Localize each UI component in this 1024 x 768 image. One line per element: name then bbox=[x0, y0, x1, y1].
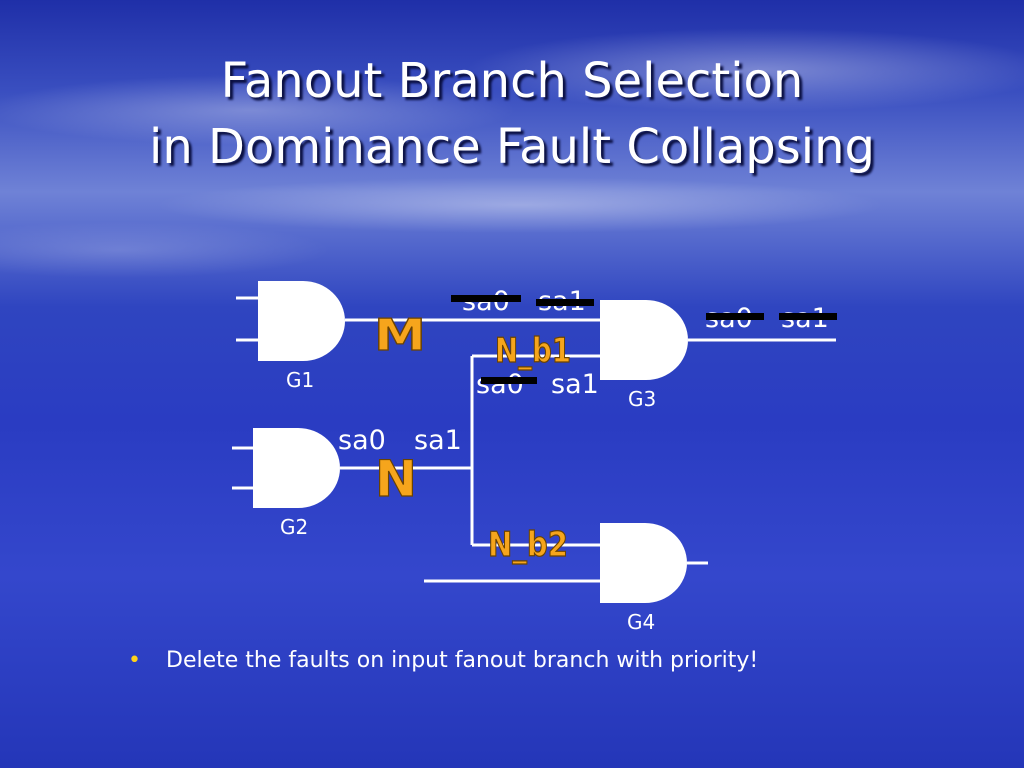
bullet-text: Delete the faults on input fanout branch… bbox=[166, 648, 759, 673]
strike-g3-sa0 bbox=[706, 313, 764, 320]
strike-m-sa0 bbox=[451, 295, 521, 302]
bullet-dot-icon: • bbox=[128, 648, 141, 673]
fault-delete-marks bbox=[451, 295, 837, 384]
slide-title: Fanout Branch Selection in Dominance Fau… bbox=[0, 48, 1024, 180]
fault-n-sa1: sa1 bbox=[414, 425, 462, 456]
and-gate-g3 bbox=[600, 300, 688, 380]
and-gate-g2 bbox=[253, 428, 340, 508]
strike-m-sa1 bbox=[536, 299, 594, 306]
and-gate-g1 bbox=[258, 281, 345, 361]
fault-nb1-sa1: sa1 bbox=[551, 369, 599, 400]
logic-gates bbox=[253, 281, 688, 603]
fault-nb1-sa0: sa0 bbox=[476, 369, 524, 400]
line-label-n-b1: N_b1 bbox=[495, 331, 571, 371]
fault-n-sa0: sa0 bbox=[338, 425, 386, 456]
gate-label-g3: G3 bbox=[628, 387, 656, 411]
circuit-wires bbox=[232, 296, 836, 583]
line-label-n: N bbox=[375, 450, 417, 508]
title-line-2: in Dominance Fault Collapsing bbox=[149, 119, 875, 175]
strike-g3-sa1 bbox=[779, 313, 837, 320]
line-label-n-b2: N_b2 bbox=[488, 525, 568, 565]
line-label-m: M bbox=[374, 310, 426, 361]
gate-label-g1: G1 bbox=[286, 368, 314, 392]
title-line-1: Fanout Branch Selection bbox=[220, 53, 804, 109]
gate-label-g4: G4 bbox=[627, 610, 655, 634]
and-gate-g4 bbox=[600, 523, 687, 603]
gate-label-g2: G2 bbox=[280, 515, 308, 539]
strike-nb1-sa0 bbox=[481, 377, 537, 384]
